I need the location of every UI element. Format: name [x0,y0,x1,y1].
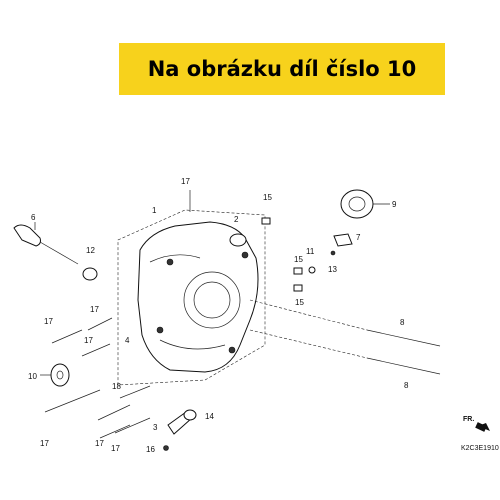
dowel-15 [261,217,271,225]
bolt-17 [114,417,151,434]
stud-part-8 [366,329,441,347]
bolt-16 [163,445,169,451]
bushing-part-2 [229,233,247,247]
callout-16: 16 [146,445,155,454]
dowel-15 [293,267,303,275]
callout-4: 4 [125,336,130,345]
bolt-18 [119,385,151,399]
front-direction-arrow: FR. [463,416,490,432]
banner-text: Na obrázku díl číslo 10 [147,57,417,81]
callout-17: 17 [40,439,49,448]
bolt-17 [81,343,111,357]
callout-8: 8 [400,318,405,327]
pin-12 [330,250,336,256]
callout-2: 2 [234,215,239,224]
callout-9: 9 [392,200,397,209]
bolt-hole [156,326,164,334]
stud-guide [249,329,368,359]
callout-17: 17 [84,336,93,345]
callout-17: 17 [44,317,53,326]
callout-12: 13 [328,265,337,274]
callout-17: 17 [90,305,99,314]
o-ring-part-13 [82,267,98,281]
pulley-part-10 [50,363,70,387]
callout-13: 12 [86,246,95,255]
stud-part-8 [366,357,441,375]
pulley-hub [56,370,64,380]
bolt-hole [166,258,174,266]
bolt-17 [44,389,101,413]
dipstick-part-6 [13,224,41,247]
stud-guide [249,299,368,331]
cover-rib [159,339,226,350]
washer-11 [308,266,316,274]
arrow-shaft [475,422,487,432]
callout-15: 15 [263,193,272,202]
callout-3: 3 [153,423,158,432]
callout-17: 17 [95,439,104,448]
callout-14: 14 [205,412,214,421]
bolt-hole [241,251,249,259]
callout-8: 8 [404,381,409,390]
clip-part-7 [333,233,353,247]
bearing-inner [348,196,366,212]
callout-6: 6 [31,213,36,222]
diagram-code: K2C3E1910 [461,445,499,452]
callout-15: 15 [294,255,303,264]
fr-label: FR. [463,416,474,423]
callout-11: 11 [306,247,315,256]
dowel-15 [293,284,303,292]
callout-7: 7 [356,233,361,242]
callout-18: 18 [112,382,121,391]
callout-17: 17 [111,444,120,453]
bearing-part-9 [340,189,374,219]
callout-1: 1 [152,206,157,215]
callout-15: 15 [295,298,304,307]
cover-rib [149,254,201,263]
part-number-banner: Na obrázku díl číslo 10 [119,43,445,95]
bolt-17 [51,329,83,344]
bolt-17 [97,404,131,421]
dipstick-rod [39,241,79,265]
bolt-hole [228,346,236,354]
seal-part-14 [183,409,197,421]
callout-10: 10 [28,372,37,381]
cover-bore-inner [193,281,231,319]
bolt-17 [99,424,131,439]
callout-17: 17 [181,177,190,186]
cover-bore-outer [183,271,241,329]
bolt-17 [87,317,113,331]
assembly-frame [117,209,266,386]
